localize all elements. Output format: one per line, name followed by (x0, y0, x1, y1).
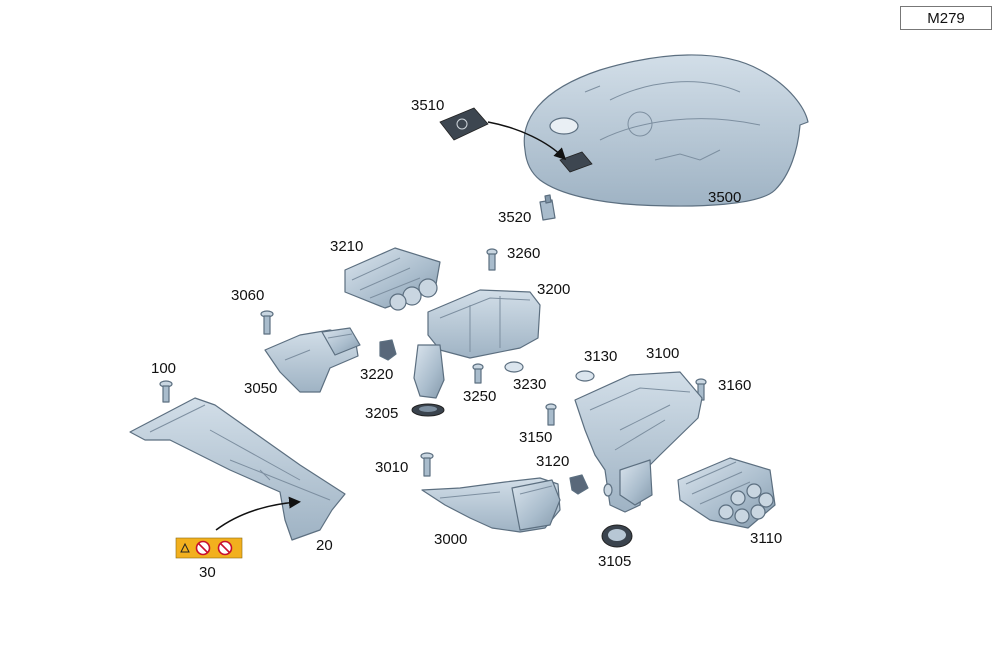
seal-3105[interactable] (601, 524, 633, 548)
label-100: 100 (151, 360, 176, 377)
filter-element-3110[interactable] (677, 457, 776, 529)
label-3500: 3500 (708, 189, 741, 206)
emblem-3510[interactable] (439, 107, 489, 141)
emblem-3510-on-cover[interactable] (559, 151, 593, 173)
warning-label-30[interactable] (175, 537, 243, 559)
bolt-3250[interactable] (472, 363, 484, 384)
label-3150: 3150 (519, 429, 552, 446)
label-3220: 3220 (360, 366, 393, 383)
seal-3205[interactable] (411, 403, 445, 417)
bolt-3150[interactable] (545, 403, 557, 426)
label-3000: 3000 (434, 531, 467, 548)
air-filter-housing-3200[interactable] (413, 289, 541, 399)
label-3100: 3100 (646, 345, 679, 362)
label-3060: 3060 (231, 287, 264, 304)
arrow-3510-to-cover (487, 121, 567, 161)
cap-3230[interactable] (504, 361, 524, 373)
label-3120: 3120 (536, 453, 569, 470)
label-3210: 3210 (330, 238, 363, 255)
intake-duct-3000[interactable] (421, 477, 561, 533)
label-3130: 3130 (584, 348, 617, 365)
bolt-3060[interactable] (260, 310, 274, 335)
intake-duct-3050[interactable] (264, 327, 361, 393)
label-3230: 3230 (513, 376, 546, 393)
label-3260: 3260 (507, 245, 540, 262)
label-30: 30 (199, 564, 216, 581)
sensor-3120[interactable] (569, 474, 589, 495)
label-3110: 3110 (750, 530, 782, 547)
bolt-3010[interactable] (420, 452, 434, 477)
engine-cover-3500[interactable] (523, 54, 809, 207)
model-code-box: M279 (900, 6, 992, 30)
label-3205: 3205 (365, 405, 398, 422)
arrow-30-to-bracket (215, 496, 301, 531)
clip-3520[interactable] (539, 194, 556, 221)
sensor-3220[interactable] (379, 339, 397, 361)
bolt-3160[interactable] (695, 378, 707, 401)
bracket-20[interactable] (129, 397, 346, 541)
label-3050: 3050 (244, 380, 277, 397)
air-filter-housing-3100[interactable] (574, 371, 703, 513)
label-20: 20 (316, 537, 333, 554)
filter-element-3210[interactable] (344, 247, 441, 311)
label-3510: 3510 (411, 97, 444, 114)
label-3520: 3520 (498, 209, 531, 226)
bolt-3260[interactable] (486, 248, 498, 271)
label-3160: 3160 (718, 377, 751, 394)
label-3250: 3250 (463, 388, 496, 405)
bolt-100[interactable] (159, 380, 173, 403)
label-3200: 3200 (537, 281, 570, 298)
cap-3130[interactable] (575, 370, 595, 382)
label-3010: 3010 (375, 459, 408, 476)
label-3105: 3105 (598, 553, 631, 570)
